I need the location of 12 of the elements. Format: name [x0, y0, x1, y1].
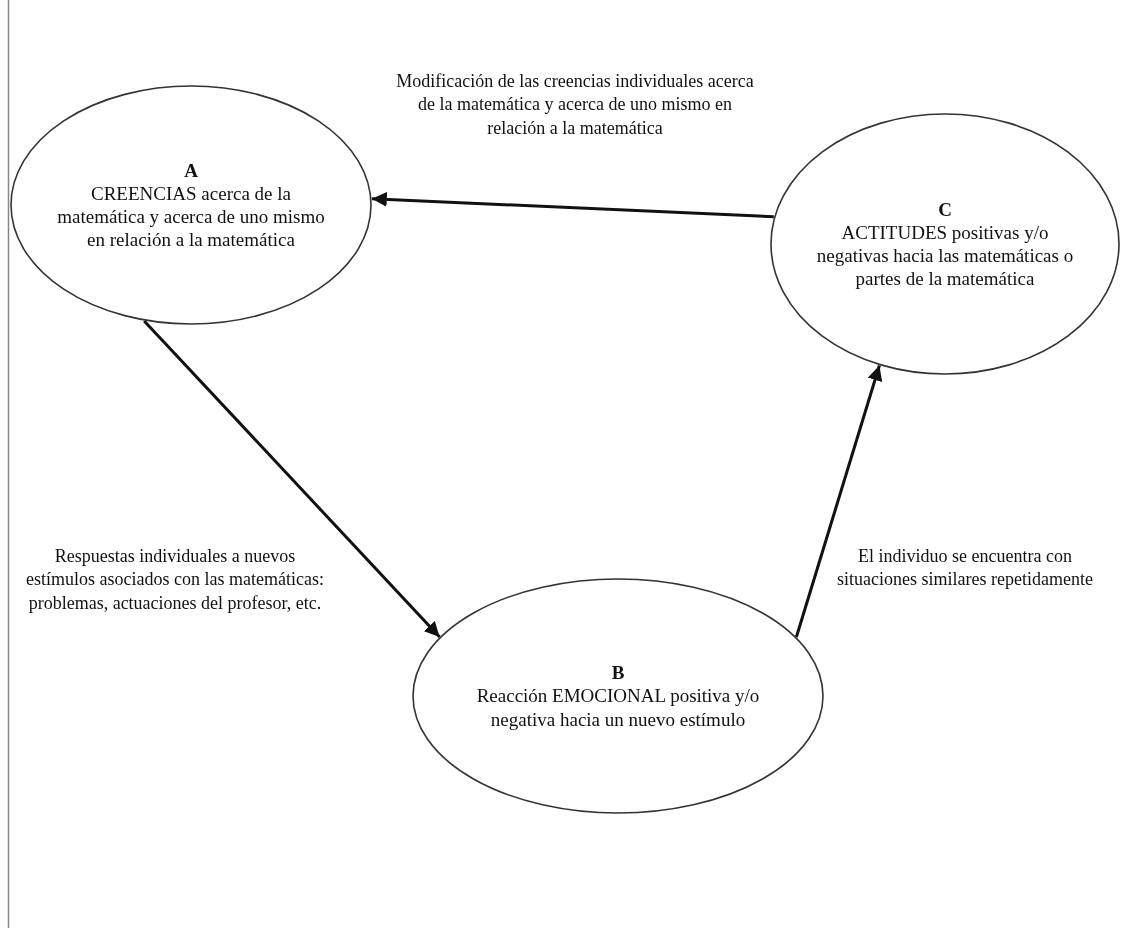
arrow: [794, 365, 883, 638]
node-text: Reacción EMOCIONAL positiva y/o negativa hacia un nuevo estímulo: [475, 684, 761, 731]
node-letter: A: [184, 158, 198, 182]
node-letter: B: [611, 661, 625, 685]
ellipse-node: [412, 578, 824, 814]
ellipse-node: [770, 113, 1120, 375]
ellipse-node: [10, 85, 372, 325]
arrow: [371, 191, 774, 219]
arrow: [143, 319, 441, 639]
node-text: ACTITUDES positivas y/o negativas hacia las matemáticas o partes de la matemática: [815, 220, 1075, 291]
node-letter: C: [938, 197, 952, 221]
node-text: CREENCIAS acerca de la matemática y acerca de uno mismo en relación a la matemática: [56, 181, 326, 252]
